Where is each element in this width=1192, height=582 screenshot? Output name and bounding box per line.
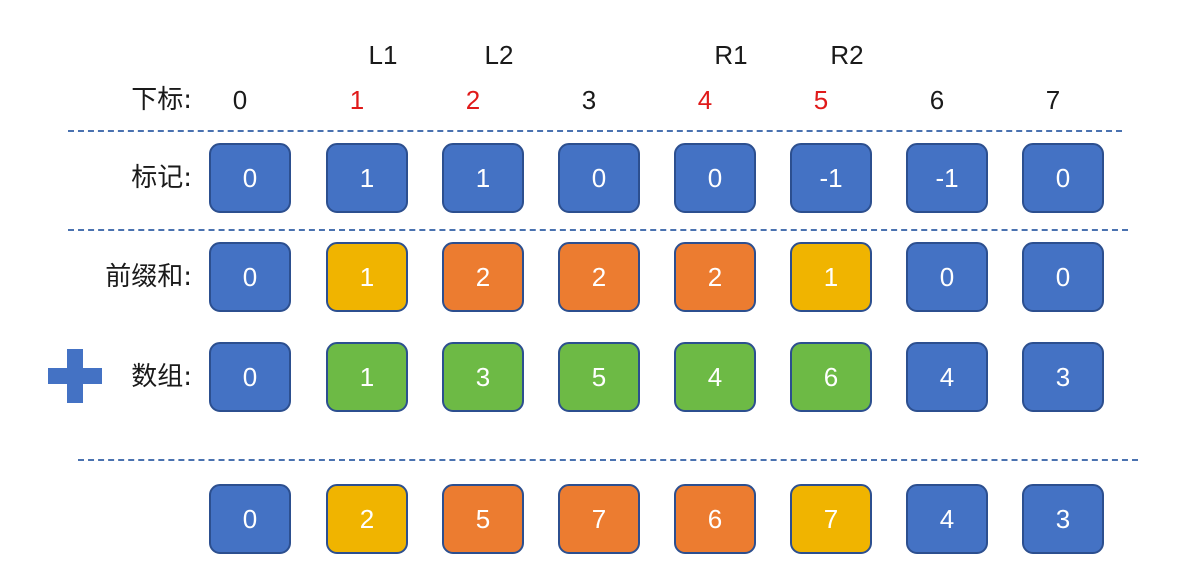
index-row-label: 下标: <box>131 85 192 115</box>
row-label-prefix-sum: 前缀和: <box>105 262 192 292</box>
index-number: 0 <box>232 85 248 115</box>
value-cell: 3 <box>1022 342 1104 412</box>
index-number: 7 <box>1045 85 1061 115</box>
value-cell: 3 <box>1022 484 1104 554</box>
marker-label: L2 <box>484 40 514 70</box>
index-number: 5 <box>813 85 829 115</box>
value-cell: 1 <box>326 143 408 213</box>
value-cell: 0 <box>1022 242 1104 312</box>
value-cell: -1 <box>790 143 872 213</box>
value-cell: 6 <box>674 484 756 554</box>
value-cell: 1 <box>326 242 408 312</box>
value-cell: 6 <box>790 342 872 412</box>
value-cell: 2 <box>442 242 524 312</box>
marker-label: R1 <box>714 40 748 70</box>
value-cell: 0 <box>1022 143 1104 213</box>
value-cell: 4 <box>674 342 756 412</box>
value-cell: 4 <box>906 342 988 412</box>
value-cell: 0 <box>209 484 291 554</box>
value-cell: 7 <box>790 484 872 554</box>
value-cell: 0 <box>674 143 756 213</box>
value-cell: 1 <box>442 143 524 213</box>
marker-label: R2 <box>830 40 864 70</box>
value-cell: 2 <box>558 242 640 312</box>
value-cell: -1 <box>906 143 988 213</box>
row-label-mark: 标记: <box>131 163 192 193</box>
marker-label: L1 <box>368 40 398 70</box>
value-cell: 1 <box>326 342 408 412</box>
divider-line <box>68 229 1128 231</box>
value-cell: 1 <box>790 242 872 312</box>
index-number: 1 <box>349 85 365 115</box>
value-cell: 5 <box>558 342 640 412</box>
value-cell: 2 <box>326 484 408 554</box>
index-number: 6 <box>929 85 945 115</box>
value-cell: 0 <box>209 342 291 412</box>
value-cell: 5 <box>442 484 524 554</box>
value-cell: 3 <box>442 342 524 412</box>
value-cell: 2 <box>674 242 756 312</box>
divider-line <box>68 130 1122 132</box>
row-label-array: 数组: <box>131 362 192 392</box>
index-number: 4 <box>697 85 713 115</box>
value-cell: 0 <box>209 143 291 213</box>
index-number: 2 <box>465 85 481 115</box>
value-cell: 0 <box>906 242 988 312</box>
value-cell: 7 <box>558 484 640 554</box>
value-cell: 0 <box>209 242 291 312</box>
divider-line <box>78 459 1138 461</box>
plus-icon <box>48 349 102 403</box>
value-cell: 0 <box>558 143 640 213</box>
index-number: 3 <box>581 85 597 115</box>
value-cell: 4 <box>906 484 988 554</box>
